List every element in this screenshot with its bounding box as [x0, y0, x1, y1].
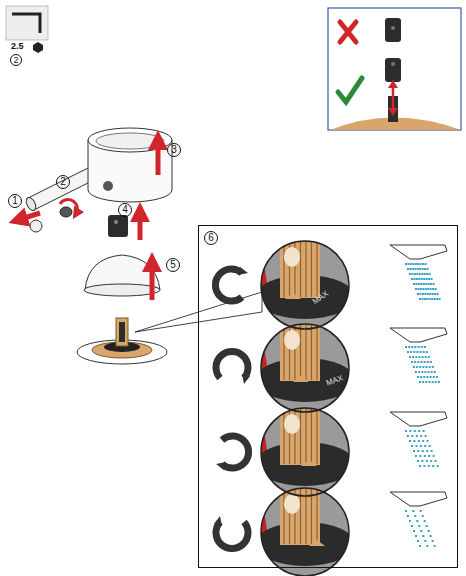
callout-number: 2	[10, 54, 22, 66]
callout-number: 2	[56, 175, 70, 189]
tool-size: 2.5	[11, 42, 24, 51]
spray-icon	[390, 412, 447, 467]
spray-icon	[390, 245, 447, 300]
cartridge-closeup	[255, 323, 355, 413]
setting-icon	[216, 351, 250, 384]
callout-number: 5	[166, 258, 180, 272]
spray-icon	[390, 328, 447, 383]
cartridge-closeup	[255, 240, 355, 330]
red-arrow	[150, 262, 155, 300]
red-arrow	[18, 213, 40, 220]
hex-key-icon	[6, 6, 48, 53]
cartridge-closeup	[255, 487, 355, 576]
detail-panel: 6	[198, 225, 458, 568]
red-arrow	[156, 140, 161, 175]
callout-number: 1	[8, 194, 22, 208]
setting-icon	[214, 516, 248, 549]
callout-number: 6	[204, 231, 218, 245]
red-arrow	[138, 212, 143, 240]
faucet-handle	[18, 128, 262, 364]
callout-number: 4	[118, 203, 132, 217]
correct-orientation-inset	[328, 8, 461, 130]
callout-number: 3	[167, 143, 181, 157]
cartridge-closeup	[255, 407, 355, 497]
flow-limit-detail	[214, 240, 447, 576]
setting-icon	[215, 267, 248, 301]
setting-icon	[216, 436, 249, 470]
spray-icon	[390, 492, 447, 547]
